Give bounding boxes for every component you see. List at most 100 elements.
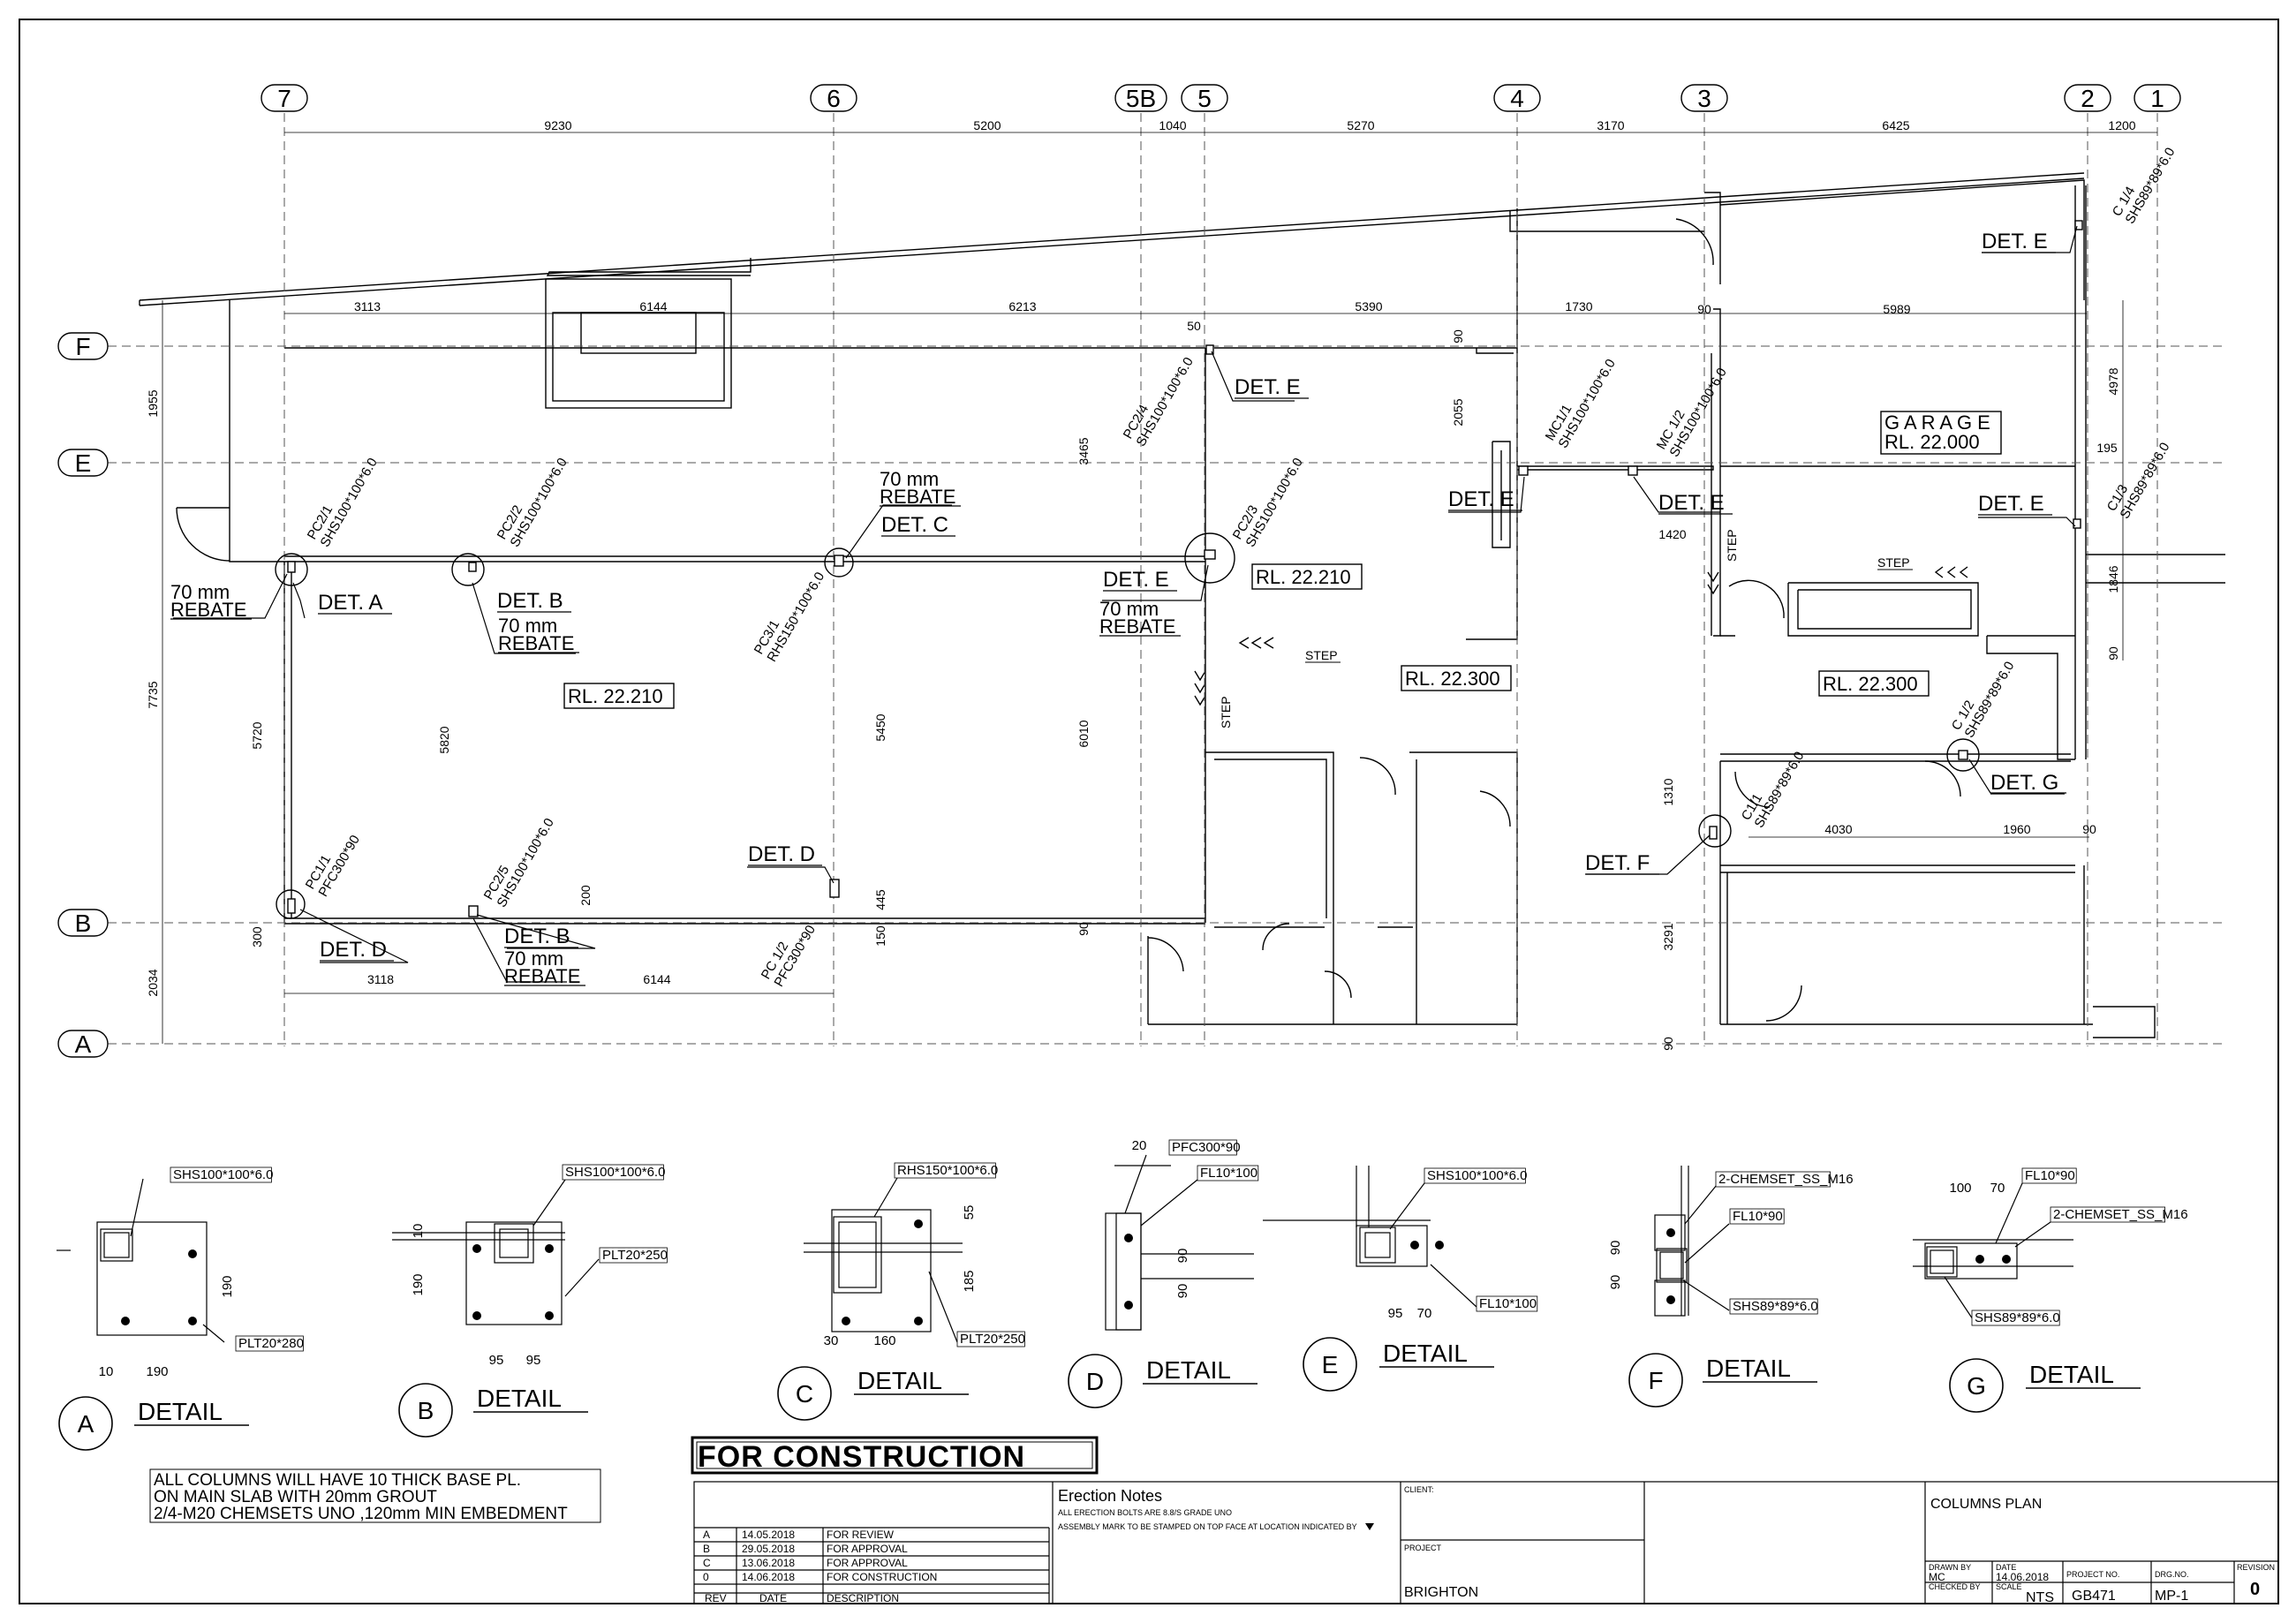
dimension-text: 1420 xyxy=(1658,527,1686,541)
level-box xyxy=(1818,670,1930,697)
revision-description: FOR APPROVAL xyxy=(827,1543,908,1555)
detail-dimension: 90 xyxy=(1608,1275,1623,1290)
dimension-text: 3291 xyxy=(1661,923,1675,950)
grid-bubble xyxy=(2134,84,2181,112)
drawing-title: COLUMNS PLAN xyxy=(1930,1497,2042,1512)
revision-description: FOR APPROVAL xyxy=(827,1557,908,1569)
level-label: RL. 22.300 xyxy=(1823,673,1918,695)
detail-callout: DET. D xyxy=(748,842,815,866)
dimension-text: 6213 xyxy=(1008,299,1036,313)
grid-lines xyxy=(108,113,2225,1046)
dimension-text: 5989 xyxy=(1883,302,1910,316)
level-box xyxy=(1251,563,1363,590)
detail-callout: DET. D xyxy=(320,938,387,962)
revision-code: A xyxy=(703,1529,710,1541)
rebate-size: 70 mm xyxy=(170,581,230,603)
dimension-text: 3170 xyxy=(1597,118,1624,132)
grid-bubble xyxy=(2064,84,2111,112)
dimension-text: 1955 xyxy=(146,389,160,417)
detail-dimension: 190 xyxy=(220,1275,235,1297)
revision-code: C xyxy=(703,1557,711,1569)
detail-heading: DETAIL xyxy=(857,1367,942,1394)
grid-bubble xyxy=(1114,84,1167,112)
member-section: SHS100*100*6.0 xyxy=(1133,355,1196,449)
grid-bubble xyxy=(1680,84,1728,112)
detail-letter-b: B xyxy=(418,1397,434,1424)
grid-bubble xyxy=(57,449,109,477)
grid-bubble xyxy=(261,84,308,112)
grid-label-4: 4 xyxy=(1510,85,1524,112)
detail-callout: DET. E xyxy=(1448,487,1514,511)
dimension-text: 150 xyxy=(873,925,887,947)
detail-dimension: 190 xyxy=(411,1273,426,1295)
revision-code: 0 xyxy=(703,1571,709,1583)
dimension-text: 200 xyxy=(578,885,593,906)
detail-dimension: 190 xyxy=(146,1364,168,1379)
rebate-size: 70 mm xyxy=(1099,598,1159,620)
level-label: RL. 22.210 xyxy=(568,685,663,707)
detail-tag-box xyxy=(1729,1208,1785,1225)
member-section: SHS89*89*6.0 xyxy=(1961,659,2017,740)
revision-code: B xyxy=(703,1543,710,1555)
rebate-label: REBATE xyxy=(880,486,955,508)
detail-dimension: 185 xyxy=(962,1270,977,1292)
detail-heading: DETAIL xyxy=(477,1385,562,1412)
detail-letter-f: F xyxy=(1648,1367,1663,1394)
detail-tag: PLT20*250 xyxy=(602,1248,668,1263)
detail-tag: 2-CHEMSET_SS_M16 xyxy=(1718,1172,1854,1187)
step-label: STEP xyxy=(1219,696,1233,728)
detail-dimension: 30 xyxy=(824,1333,839,1348)
detail-bubble xyxy=(1068,1354,1122,1408)
level-label: RL. 22.300 xyxy=(1405,668,1500,690)
grid-label-1: 1 xyxy=(2150,85,2164,112)
member-section: SHS100*100*6.0 xyxy=(507,456,570,550)
scale-value: NTS xyxy=(2026,1590,2054,1605)
erection-note-2: ASSEMBLY MARK TO BE STAMPED ON TOP FACE … xyxy=(1058,1522,1357,1531)
detail-tag-box xyxy=(894,1162,996,1179)
erection-note-1: ALL ERECTION BOLTS ARE 8.8/S GRADE UNO xyxy=(1058,1508,1232,1517)
erection-notes-title: Erection Notes xyxy=(1058,1487,1162,1505)
detail-tag-box xyxy=(2021,1167,2077,1184)
detail-dimension: 90 xyxy=(1608,1241,1623,1256)
detail-tag-box xyxy=(1971,1310,2060,1326)
grid-bubble xyxy=(1493,84,1541,112)
detail-dimension: 95 xyxy=(489,1353,504,1368)
dimension-text: 90 xyxy=(2106,646,2120,661)
step-label: STEP xyxy=(1305,648,1338,662)
rebate-size: 70 mm xyxy=(498,615,557,637)
detail-callout: DET. A xyxy=(318,591,382,615)
note-line-1: ALL COLUMNS WILL HAVE 10 THICK BASE PL. xyxy=(154,1471,521,1490)
revision-date: 14.05.2018 xyxy=(742,1529,795,1541)
dimension-text: 6425 xyxy=(1882,118,1909,132)
rev-header-date: DATE xyxy=(759,1592,787,1604)
detail-callout: DET. F xyxy=(1585,851,1650,875)
detail-dimension: 95 xyxy=(1388,1306,1403,1321)
detail-dimension: 70 xyxy=(1990,1181,2005,1196)
leader-lines xyxy=(173,225,2078,983)
detail-tag: SHS100*100*6.0 xyxy=(565,1165,665,1180)
member-section: SHS100*100*6.0 xyxy=(1242,456,1305,550)
client-label: CLIENT: xyxy=(1404,1485,1434,1494)
revision-date: 29.05.2018 xyxy=(742,1543,795,1555)
detail-dimension: 10 xyxy=(411,1224,426,1239)
dimension-text: 195 xyxy=(2096,441,2118,455)
rebate-label: REBATE xyxy=(170,599,246,621)
detail-bubble xyxy=(1303,1337,1357,1392)
detail-tag-box xyxy=(1424,1167,1526,1184)
dimension-text: 1200 xyxy=(2108,118,2135,132)
detail-tag: PLT20*250 xyxy=(960,1332,1025,1347)
drg-no-value: MP-1 xyxy=(2155,1589,2188,1604)
detail-tag: FL10*90 xyxy=(1733,1209,1783,1224)
detail-tag: SHS89*89*6.0 xyxy=(1733,1299,1818,1314)
detail-tag-box xyxy=(170,1166,272,1183)
plan-linework xyxy=(139,172,2225,1038)
member-section: SHS100*100*6.0 xyxy=(317,456,380,550)
